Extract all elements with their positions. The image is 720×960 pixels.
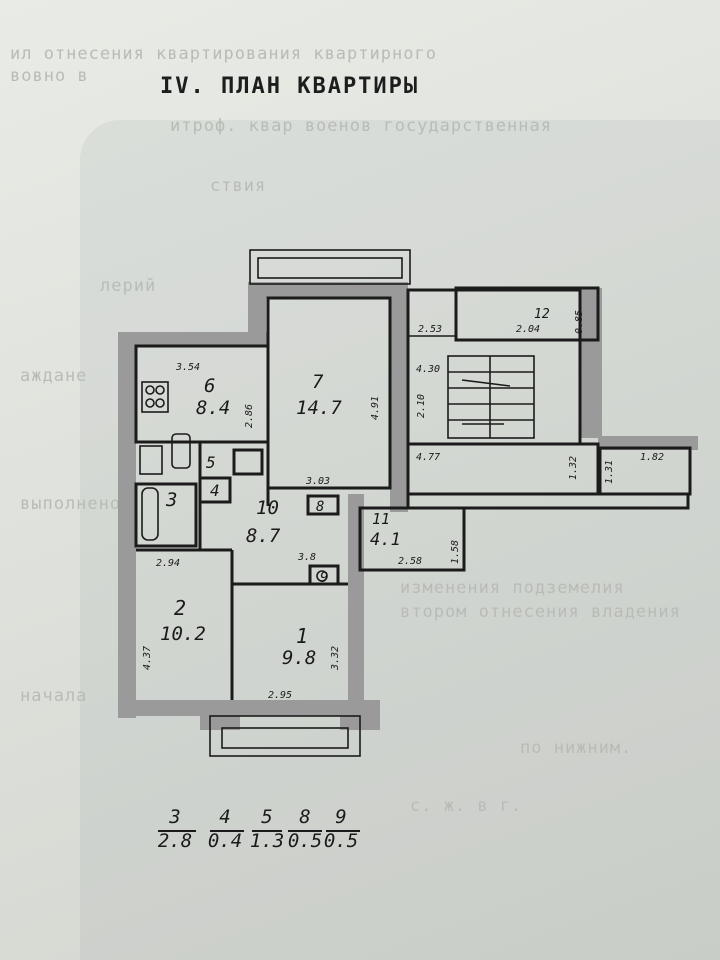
room-number: 4 — [210, 481, 220, 500]
dimension-label: 3.32 — [330, 646, 341, 671]
dimension-label: 4.37 — [142, 646, 153, 670]
interior-walls — [134, 296, 466, 700]
dimension-label: 2.86 — [244, 404, 255, 428]
bleed-text-line: аждане — [20, 366, 88, 386]
room-area: 8.7 — [246, 525, 281, 547]
dimension-label: 1.31 — [604, 460, 615, 484]
room-number: 12 — [534, 307, 550, 322]
room-area: 10.2 — [160, 623, 206, 645]
legend-room-number: 4 — [219, 806, 231, 828]
legend-room-number: 9 — [335, 806, 347, 828]
bleed-text-line: вовно в — [10, 66, 89, 86]
balcony-bottom-inner — [221, 727, 349, 749]
dimension-label: 4.30 — [416, 364, 440, 375]
bleed-text-line: лерий — [100, 276, 157, 296]
dimension-label: 1.82 — [640, 452, 664, 463]
balcony-top-inner — [257, 257, 403, 279]
room-area: 8.4 — [196, 397, 230, 419]
room-number: 5 — [206, 453, 216, 472]
room-number: 10 — [256, 497, 279, 519]
room-number: 2 — [174, 596, 186, 620]
room-area: 14.7 — [296, 397, 342, 419]
legend-divider — [288, 830, 322, 832]
legend-room-area: 1.3 — [249, 830, 285, 852]
room-number: 9 — [320, 570, 328, 586]
bleed-text-line: с. ж. в г. — [410, 796, 523, 816]
bleed-text-line: ствия — [210, 176, 267, 196]
bleed-text-line: изменения подземелия — [400, 578, 625, 598]
legend-divider — [326, 830, 360, 832]
legend-room-area: 2.8 — [157, 830, 193, 852]
legend-room-area: 0.4 — [207, 830, 243, 852]
dimension-label: 4.91 — [370, 396, 381, 420]
bleed-text-line: втором отнесения владения — [400, 602, 681, 622]
bleed-text-line: начала — [20, 686, 88, 706]
dimension-label: 2.95 — [268, 690, 292, 701]
legend-room-number: 5 — [261, 806, 273, 828]
dimension-label: 2.04 — [516, 324, 540, 335]
legend-divider — [252, 830, 282, 832]
bleed-text-line: ил отнесения квартирования квартирного — [10, 44, 437, 64]
room-number: 6 — [204, 375, 215, 397]
dimension-label: 2.58 — [398, 556, 422, 567]
dimension-label: 2.53 — [418, 324, 442, 335]
dimension-label: 3.03 — [305, 476, 330, 487]
bleed-text-line: выполнено — [20, 494, 122, 514]
balcony-bottom — [209, 715, 361, 757]
balcony-top — [249, 249, 411, 285]
bleed-text-line: по нижним. — [520, 738, 633, 758]
room-number: 1 — [296, 624, 308, 648]
room-area: 9.8 — [282, 647, 316, 669]
dimension-label: 2.94 — [156, 558, 180, 569]
legend-room-area: 0.5 — [287, 830, 323, 852]
bleed-text-line: итроф. квар военов государственная — [170, 116, 552, 136]
room-number: 7 — [312, 371, 324, 393]
legend-room-area: 0.5 — [323, 830, 359, 852]
dimension-label: 0.85 — [574, 310, 585, 334]
page-shadow — [80, 120, 720, 960]
room-number: 11 — [372, 510, 390, 528]
room-number: 3 — [165, 489, 177, 511]
dimension-label: 2.10 — [416, 394, 427, 418]
dimension-label: 4.77 — [416, 452, 440, 463]
fixtures — [139, 381, 328, 582]
dimension-label: 1.32 — [568, 456, 579, 480]
legend-room-number: 8 — [299, 806, 311, 828]
dimension-label: 1.58 — [450, 540, 461, 564]
legend-room-number: 3 — [169, 806, 181, 828]
page-title: IV. ПЛАН КВАРТИРЫ — [160, 74, 420, 99]
legend-divider — [210, 830, 244, 832]
legend-divider — [158, 830, 196, 832]
stairwell — [406, 286, 692, 510]
dimension-label: 3.8 — [297, 552, 316, 563]
room-number: 8 — [316, 499, 324, 515]
dimension-label: 3.54 — [175, 362, 200, 373]
room-area: 4.1 — [370, 530, 401, 550]
